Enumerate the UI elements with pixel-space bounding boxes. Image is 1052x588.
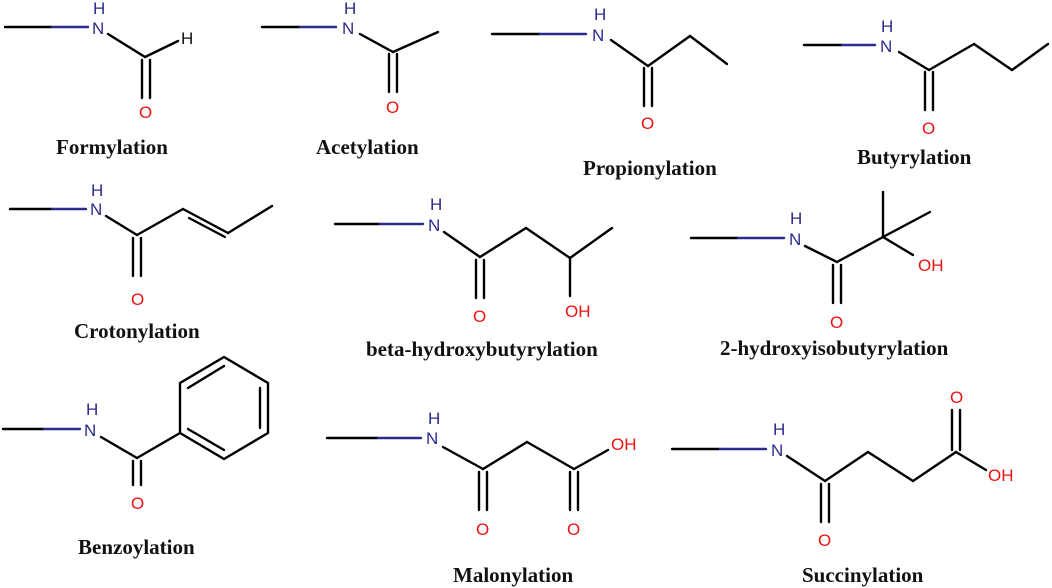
nh-hydrogen-label: H (430, 195, 442, 214)
structure-formylation: H N H O Formylation (3, 0, 193, 159)
nitrogen-label: N (592, 26, 604, 45)
nh-hydrogen-label: H (790, 209, 802, 228)
aldehyde-hydrogen-label: H (181, 29, 193, 48)
hydroxyl-oxygen-label: OH (565, 302, 591, 321)
carbonyl-oxygen-label: O (641, 114, 654, 133)
caption-2-hydroxyisobutyrylation: 2-hydroxyisobutyrylation (720, 336, 949, 360)
acid-carbonyl-oxygen-label: O (567, 520, 580, 539)
structure-benzoylation: H N O Benzoylation (1, 355, 270, 559)
nitrogen-label: N (342, 19, 354, 38)
hydroxyl-oxygen-label: OH (918, 256, 944, 275)
structure-2-hydroxyisobutyrylation: H N O OH 2-hydroxyisobutyrylation (689, 190, 949, 360)
structure-acetylation: H N O Acetylation (260, 0, 440, 159)
carbonyl-oxygen-label: O (139, 103, 152, 122)
nh-hydrogen-label: H (344, 0, 356, 18)
structure-butyrylation: H N O Butyrylation (802, 17, 1050, 169)
structure-malonylation: H N O O OH Malonylation (325, 409, 637, 587)
caption-formylation: Formylation (56, 135, 168, 159)
caption-acetylation: Acetylation (316, 135, 419, 159)
nh-hydrogen-label: H (91, 181, 103, 200)
caption-beta-hydroxybutyrylation: beta-hydroxybutyrylation (366, 337, 598, 361)
nitrogen-label: N (428, 216, 440, 235)
structure-beta-hydroxybutyrylation: H N O OH beta-hydroxybutyrylation (333, 195, 614, 361)
carbonyl-oxygen-label: O (386, 98, 399, 117)
nitrogen-label: N (880, 37, 892, 56)
nitrogen-label: N (426, 429, 438, 448)
caption-crotonylation: Crotonylation (74, 319, 200, 343)
nitrogen-label: N (84, 421, 96, 440)
nh-hydrogen-label: H (86, 400, 98, 419)
structure-crotonylation: H N O Crotonylation (8, 181, 274, 343)
nh-hydrogen-label: H (93, 0, 105, 18)
caption-propionylation: Propionylation (583, 156, 717, 180)
nitrogen-label: N (92, 19, 104, 38)
nh-hydrogen-label: H (594, 5, 606, 24)
nh-hydrogen-label: H (773, 420, 785, 439)
nitrogen-label: N (771, 441, 783, 460)
caption-succinylation: Succinylation (802, 563, 924, 587)
carbonyl-oxygen-label: O (473, 307, 486, 326)
structure-succinylation: H N O O OH Succinylation (670, 388, 1014, 587)
acid-carbonyl-oxygen-label: O (950, 388, 963, 407)
nitrogen-label: N (789, 230, 801, 249)
carbonyl-oxygen-label: O (922, 119, 935, 138)
nitrogen-label: N (90, 200, 102, 219)
amide-oxygen-label: O (818, 531, 831, 550)
structure-propionylation: H N O Propionylation (490, 5, 729, 180)
carbonyl-oxygen-label: O (830, 313, 843, 332)
caption-malonylation: Malonylation (453, 563, 573, 587)
carbonyl-oxygen-label: O (131, 290, 144, 309)
nh-hydrogen-label: H (881, 17, 893, 36)
nh-hydrogen-label: H (428, 409, 440, 428)
amide-oxygen-label: O (476, 520, 489, 539)
caption-butyrylation: Butyrylation (857, 145, 972, 169)
carbonyl-oxygen-label: O (131, 494, 144, 513)
caption-benzoylation: Benzoylation (78, 535, 195, 559)
acid-hydroxyl-label: OH (988, 466, 1014, 485)
acid-hydroxyl-label: OH (611, 435, 637, 454)
